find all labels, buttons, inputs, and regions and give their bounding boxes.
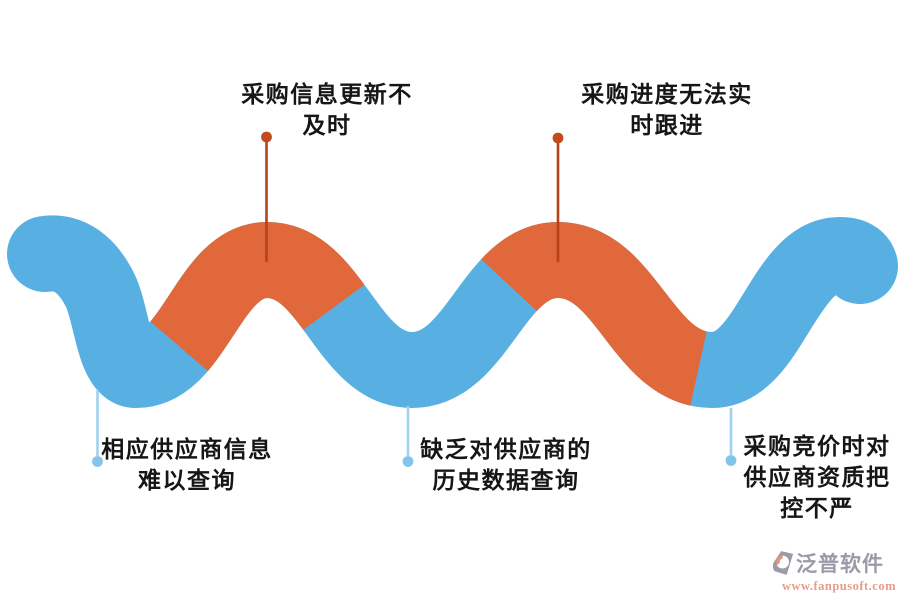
label-top-1-line-1: 采购信息更新不 [241, 81, 413, 107]
connector-dot-bottom-3 [725, 455, 737, 466]
label-bottom-2: 缺乏对供应商的 历史数据查询 [420, 434, 592, 496]
connector-dot-top-2 [552, 132, 564, 144]
label-bottom-3: 采购竞价时对 供应商资质把 控不严 [744, 431, 891, 524]
connector-dot-bottom-1 [92, 456, 103, 467]
label-top-1-line-2: 及时 [302, 112, 352, 138]
watermark: 泛普软件 www.fanpusoft.com [772, 548, 896, 594]
watermark-url: www.fanpusoft.com [781, 579, 896, 593]
label-bottom-1-line-1: 相应供应商信息 [101, 436, 273, 462]
label-top-2-line-1: 采购进度无法实 [581, 81, 753, 107]
label-bottom-3-line-2: 供应商资质把 [743, 464, 891, 490]
label-bottom-1: 相应供应商信息 难以查询 [101, 434, 273, 496]
watermark-brand: 泛普软件 [796, 552, 884, 576]
label-top-2-line-2: 时跟进 [630, 112, 704, 138]
label-bottom-1-line-2: 难以查询 [138, 467, 236, 493]
label-bottom-2-line-1: 缺乏对供应商的 [420, 436, 592, 462]
fanpu-logo-icon [772, 551, 794, 575]
label-bottom-2-line-2: 历史数据查询 [432, 467, 580, 493]
label-top-1: 采购信息更新不 及时 [241, 79, 413, 141]
label-top-2: 采购进度无法实 时跟进 [581, 79, 753, 141]
wave-path-blue [7, 215, 898, 408]
connector-dot-bottom-2 [402, 456, 414, 467]
connector-dot-top-1 [261, 131, 272, 143]
label-bottom-3-line-1: 采购竞价时对 [743, 433, 891, 459]
label-bottom-3-line-3: 控不严 [780, 495, 854, 521]
